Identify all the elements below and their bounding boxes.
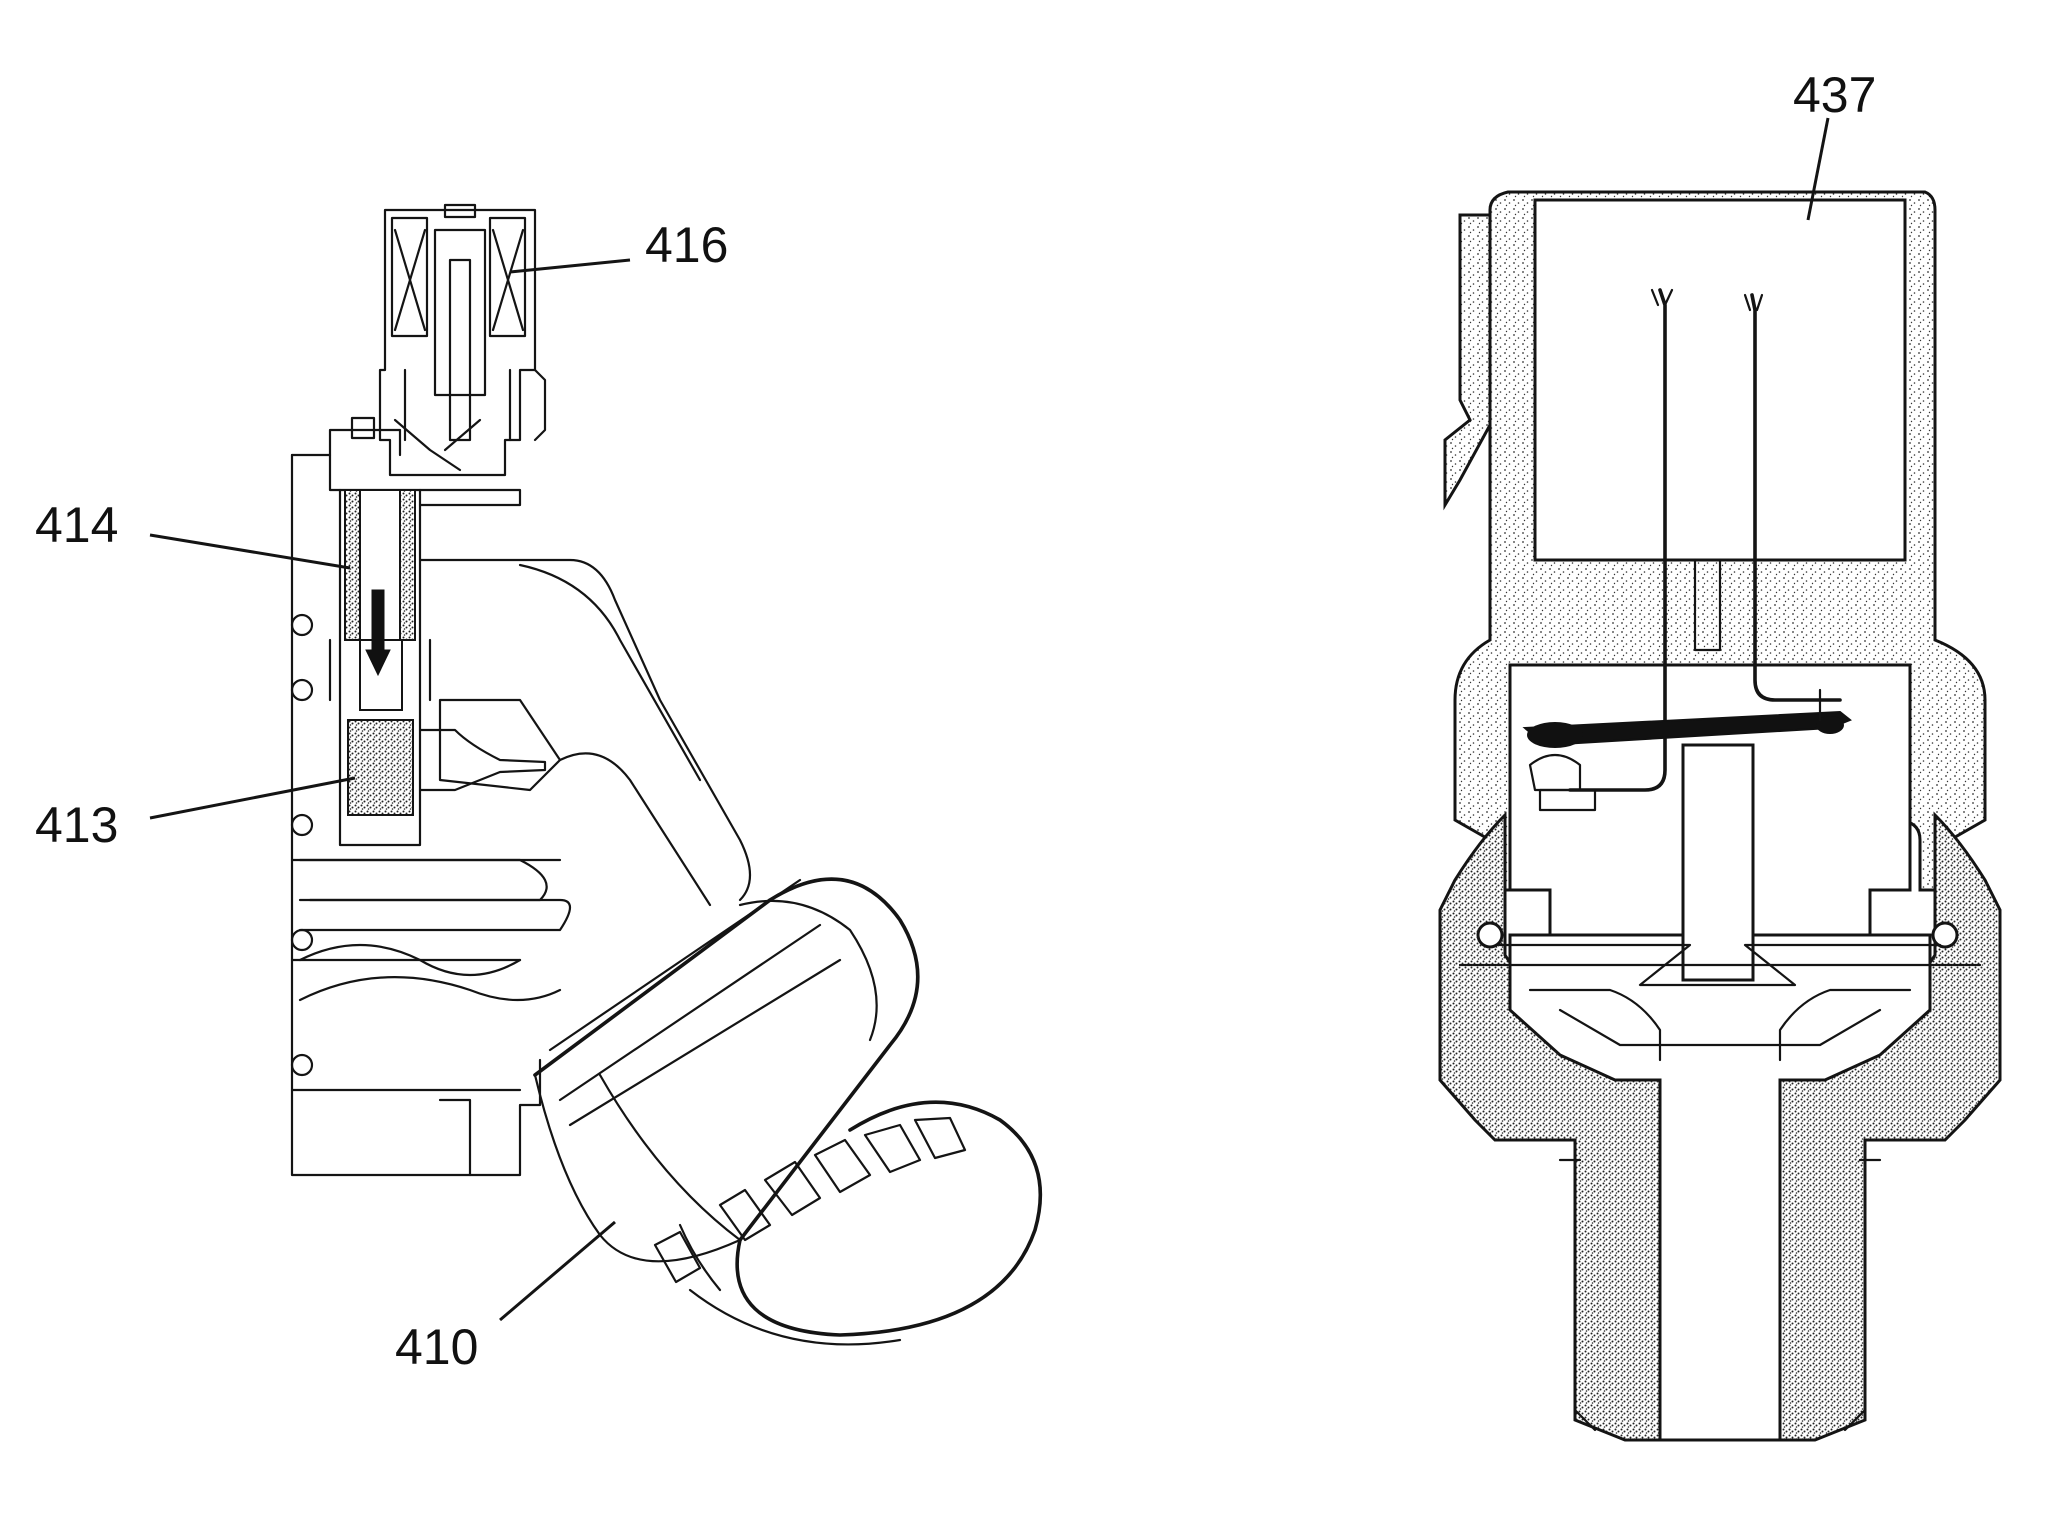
callout-413: 413 [35, 797, 118, 853]
oil-pressure-sensor-illustration: 437 [1438, 67, 2002, 1442]
callout-414: 414 [35, 497, 118, 553]
leader-416 [509, 258, 631, 274]
leader-414 [149, 533, 351, 570]
oil-filter-canister [533, 877, 1043, 1346]
leader-410 [499, 1220, 616, 1322]
oil-filter-assembly-illustration: 416 414 413 410 [35, 203, 1043, 1375]
leader-437 [1806, 117, 1830, 221]
callout-416: 416 [645, 217, 728, 273]
callout-410: 410 [395, 1319, 478, 1375]
leader-413 [149, 776, 356, 820]
callout-437: 437 [1793, 67, 1876, 123]
